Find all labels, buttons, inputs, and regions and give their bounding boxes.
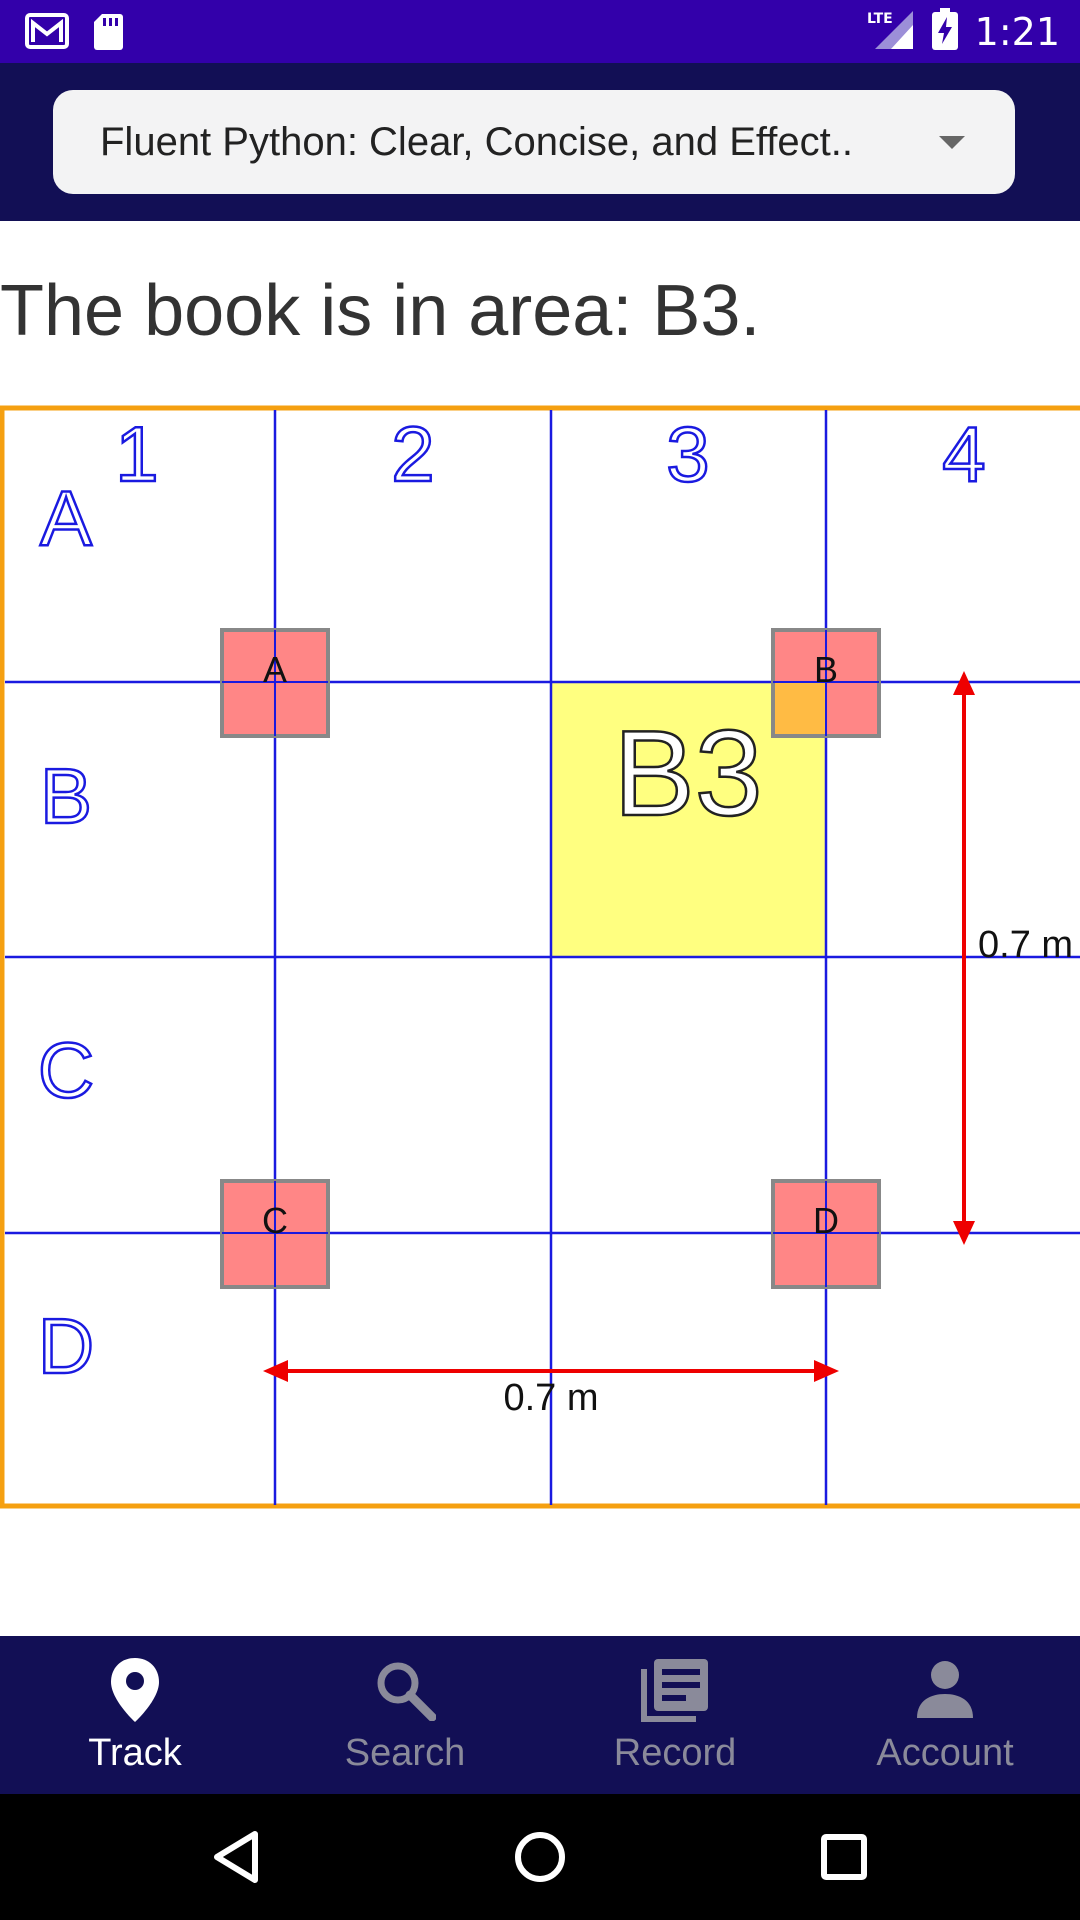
record-list-icon bbox=[640, 1654, 710, 1726]
highlight-label: B3 bbox=[613, 705, 762, 841]
nav-label: Search bbox=[344, 1732, 466, 1774]
recents-icon[interactable] bbox=[784, 1794, 904, 1920]
book-select-dropdown[interactable]: Fluent Python: Clear, Concise, and Effec… bbox=[53, 90, 1015, 194]
home-icon[interactable] bbox=[480, 1794, 600, 1920]
lte-signal-icon: LTE bbox=[867, 7, 915, 56]
anchor-marker-a: A bbox=[220, 628, 330, 738]
row-label: C bbox=[38, 1026, 94, 1114]
row-label: B bbox=[40, 752, 92, 840]
anchor-marker-b: B bbox=[771, 628, 881, 738]
account-icon bbox=[915, 1654, 975, 1726]
nav-track[interactable]: Track bbox=[0, 1636, 270, 1794]
sd-card-icon bbox=[92, 12, 124, 55]
column-label: 1 bbox=[115, 410, 158, 498]
status-time: 1:21 bbox=[974, 9, 1060, 54]
anchor-label: B bbox=[814, 649, 838, 690]
anchor-marker-d: D bbox=[771, 1179, 881, 1289]
bottom-navigation: Track Search Record bbox=[0, 1636, 1080, 1794]
nav-label: Account bbox=[876, 1732, 1014, 1774]
anchor-marker-c: C bbox=[220, 1179, 330, 1289]
nav-account[interactable]: Account bbox=[810, 1636, 1080, 1794]
system-navigation-bar bbox=[0, 1794, 1080, 1920]
horizontal-distance-label: 0.7 m bbox=[503, 1377, 598, 1419]
anchor-label: A bbox=[263, 649, 287, 690]
search-icon bbox=[374, 1654, 436, 1726]
anchor-label: D bbox=[813, 1200, 839, 1241]
book-select-value: Fluent Python: Clear, Concise, and Effec… bbox=[100, 120, 854, 164]
anchor-label: C bbox=[262, 1200, 288, 1241]
column-label: 4 bbox=[942, 410, 985, 498]
status-bar: LTE 1:21 bbox=[0, 0, 1080, 63]
gmail-icon bbox=[24, 12, 70, 55]
nav-label: Record bbox=[613, 1732, 737, 1774]
nav-record[interactable]: Record bbox=[540, 1636, 810, 1794]
shelf-grid-map: 1 2 3 4 A B C D B3 A B C D bbox=[0, 405, 1080, 1509]
header-bar: Fluent Python: Clear, Concise, and Effec… bbox=[0, 63, 1080, 221]
vertical-distance-arrow bbox=[953, 671, 975, 1245]
row-label: A bbox=[40, 474, 92, 562]
location-pin-icon bbox=[109, 1654, 161, 1726]
back-icon[interactable] bbox=[176, 1794, 296, 1920]
column-label: 2 bbox=[391, 410, 434, 498]
svg-text:LTE: LTE bbox=[867, 11, 893, 27]
nav-search[interactable]: Search bbox=[270, 1636, 540, 1794]
dropdown-arrow-icon bbox=[939, 136, 965, 149]
nav-label: Track bbox=[88, 1732, 182, 1774]
vertical-distance-label: 0.7 m bbox=[978, 924, 1073, 966]
grid-border bbox=[0, 405, 1080, 1509]
horizontal-distance-arrow bbox=[263, 1360, 839, 1382]
battery-charging-icon bbox=[931, 8, 959, 55]
area-message: The book is in area: B3. bbox=[0, 271, 761, 351]
row-label: D bbox=[38, 1302, 94, 1390]
column-label: 3 bbox=[666, 410, 709, 498]
